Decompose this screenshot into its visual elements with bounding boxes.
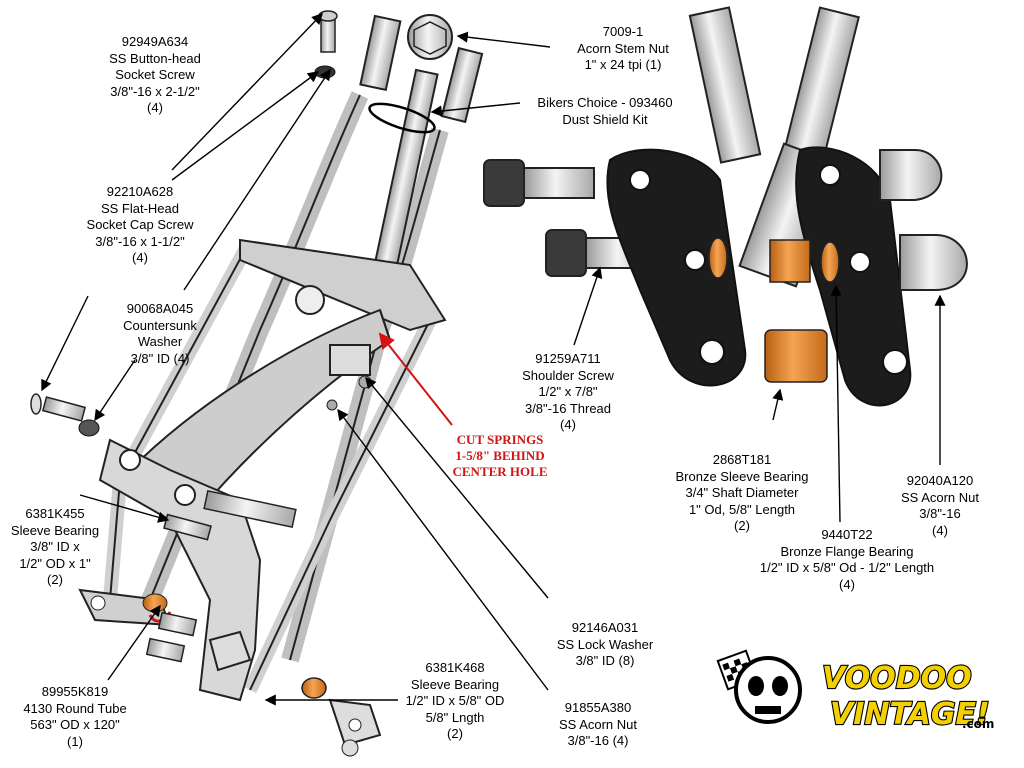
part-desc: Bronze Sleeve Bearing bbox=[675, 468, 809, 484]
part-number: 90068A045 bbox=[126, 301, 194, 316]
acorn-nuts-right bbox=[879, 149, 968, 291]
part-desc: Bronze Flange Bearing bbox=[780, 543, 914, 559]
part-number: 91855A380 bbox=[564, 700, 632, 715]
countersunk-screw bbox=[30, 393, 100, 437]
part-desc: Acorn Stem Nut bbox=[577, 40, 669, 56]
part-desc: Dust Shield Kit bbox=[562, 111, 648, 127]
part-qty: (2) bbox=[447, 726, 463, 741]
button-head-screw bbox=[314, 10, 338, 79]
part-desc: SS Acorn Nut bbox=[558, 716, 638, 732]
label-lock-washer: 92146A031 SS Lock Washer 3/8" ID (8) bbox=[540, 620, 670, 670]
part-spec: 3/4" Shaft Diameter bbox=[685, 485, 799, 500]
part-qty: (2) bbox=[734, 518, 750, 533]
part-number: 92949A634 bbox=[121, 34, 189, 49]
logo-line1: VOODOO bbox=[822, 661, 972, 696]
note-line: CENTER HOLE bbox=[452, 464, 548, 479]
bottom-bearing-assembly bbox=[301, 677, 382, 757]
logo-line2: VINTAGE! bbox=[830, 697, 990, 732]
note-line: 1-5/8" BEHIND bbox=[455, 448, 545, 463]
part-desc: Socket Screw bbox=[115, 67, 195, 82]
part-spec: 563" OD x 120" bbox=[30, 717, 120, 732]
part-spec: 1/2" x 7/8" bbox=[538, 384, 598, 399]
part-desc: 4130 Round Tube bbox=[23, 700, 127, 716]
part-qty: (4) bbox=[839, 576, 855, 592]
part-number: 89955K819 bbox=[41, 684, 109, 699]
label-flat-head-screw: 92210A628 SS Flat-Head Socket Cap Screw … bbox=[65, 184, 215, 267]
part-spec: 3/8"-16 Thread bbox=[524, 400, 612, 416]
part-spec: 3/8"-16 x 1-1/2" bbox=[95, 233, 185, 249]
leader-lines bbox=[41, 12, 946, 706]
label-round-tube: 89955K819 4130 Round Tube 563" OD x 120"… bbox=[10, 684, 140, 750]
label-flange-bearing: 9440T22 Bronze Flange Bearing 1/2" ID x … bbox=[742, 527, 952, 593]
label-button-head-screw: 92949A634 SS Button-head Socket Screw 3/… bbox=[80, 34, 230, 117]
label-countersunk-washer: 90068A045 Countersunk Washer 3/8" ID (4) bbox=[95, 301, 225, 367]
part-spec: 1/2" ID x 5/8" Od - 1/2" Length bbox=[759, 560, 935, 575]
part-spec: 3/8" ID x bbox=[30, 539, 80, 554]
part-desc: Washer bbox=[137, 334, 183, 349]
part-number: Bikers Choice - 093460 bbox=[537, 95, 673, 110]
logo-suffix: .com bbox=[962, 717, 994, 731]
dust-shield-ring bbox=[368, 102, 436, 134]
label-acorn-nut-right: 92040A120 SS Acorn Nut 3/8"-16 (4) bbox=[880, 473, 1000, 539]
note-line: CUT SPRINGS bbox=[456, 432, 544, 447]
part-desc: SS Flat-Head bbox=[100, 200, 180, 216]
part-number: 92040A120 bbox=[906, 473, 974, 488]
red-leader-line bbox=[378, 332, 453, 426]
part-spec: 1" x 24 tpi (1) bbox=[584, 57, 662, 72]
side-plates bbox=[606, 146, 912, 407]
part-qty: (4) bbox=[932, 522, 948, 538]
part-desc: SS Button-head bbox=[109, 50, 201, 66]
voodoo-vintage-logo: VOODOO VINTAGE! .com bbox=[716, 649, 994, 733]
part-desc: Sleeve Bearing bbox=[410, 676, 500, 692]
part-desc: SS Lock Washer bbox=[556, 636, 654, 652]
lower-rocker bbox=[78, 438, 297, 702]
label-bronze-sleeve-bearing: 2868T181 Bronze Sleeve Bearing 3/4" Shaf… bbox=[662, 452, 822, 535]
top-plate bbox=[239, 238, 447, 332]
part-qty: (1) bbox=[67, 733, 83, 749]
part-qty: (4) bbox=[132, 250, 148, 265]
part-number: 6381K455 bbox=[25, 506, 85, 521]
part-spec: 3/8" ID (4) bbox=[130, 350, 190, 366]
part-number: 6381K468 bbox=[425, 660, 485, 675]
label-dust-shield: Bikers Choice - 093460 Dust Shield Kit bbox=[510, 95, 700, 128]
cut-springs-note: CUT SPRINGS 1-5/8" BEHIND CENTER HOLE bbox=[425, 432, 575, 480]
part-qty: (4) bbox=[147, 100, 163, 115]
part-qty: (2) bbox=[47, 572, 63, 587]
label-shoulder-screw: 91259A711 Shoulder Screw 1/2" x 7/8" 3/8… bbox=[498, 351, 638, 434]
part-number: 2868T181 bbox=[712, 452, 772, 467]
label-sleeve-bearing-bottom: 6381K468 Sleeve Bearing 1/2" ID x 5/8" O… bbox=[390, 660, 520, 743]
label-acorn-stem-nut: 7009-1 Acorn Stem Nut 1" x 24 tpi (1) bbox=[548, 24, 698, 74]
part-desc: Countersunk bbox=[123, 317, 197, 333]
part-spec: 1" Od, 5/8" Length bbox=[688, 501, 796, 517]
part-number: 92146A031 bbox=[571, 620, 639, 635]
part-number: 91259A711 bbox=[535, 351, 601, 366]
label-sleeve-bearing-left: 6381K455 Sleeve Bearing 3/8" ID x 1/2" O… bbox=[0, 506, 110, 589]
part-spec: 3/8"-16 (4) bbox=[567, 733, 629, 748]
part-number: 92210A628 bbox=[106, 184, 174, 199]
part-spec: 1/2" ID x 5/8" OD bbox=[405, 693, 505, 708]
part-desc: Shoulder Screw bbox=[522, 367, 614, 383]
label-acorn-nut-bottom: 91855A380 SS Acorn Nut 3/8"-16 (4) bbox=[538, 700, 658, 750]
part-spec: 1/2" OD x 1" bbox=[19, 555, 91, 571]
part-spec: 3/8" ID (8) bbox=[575, 653, 635, 668]
part-desc: SS Acorn Nut bbox=[900, 489, 980, 505]
part-spec: 5/8" Lngth bbox=[425, 709, 485, 725]
part-spec: 3/8"-16 x 2-1/2" bbox=[110, 83, 200, 99]
part-desc: Socket Cap Screw bbox=[86, 217, 194, 232]
part-desc: Sleeve Bearing bbox=[10, 522, 100, 538]
acorn-stem-nut bbox=[407, 14, 453, 60]
part-spec: 3/8"-16 bbox=[919, 506, 961, 521]
part-number: 9440T22 bbox=[821, 527, 873, 542]
part-qty: (4) bbox=[560, 417, 576, 432]
spring-arm bbox=[128, 308, 392, 512]
part-number: 7009-1 bbox=[602, 24, 644, 39]
bronze-bearings bbox=[708, 237, 840, 383]
